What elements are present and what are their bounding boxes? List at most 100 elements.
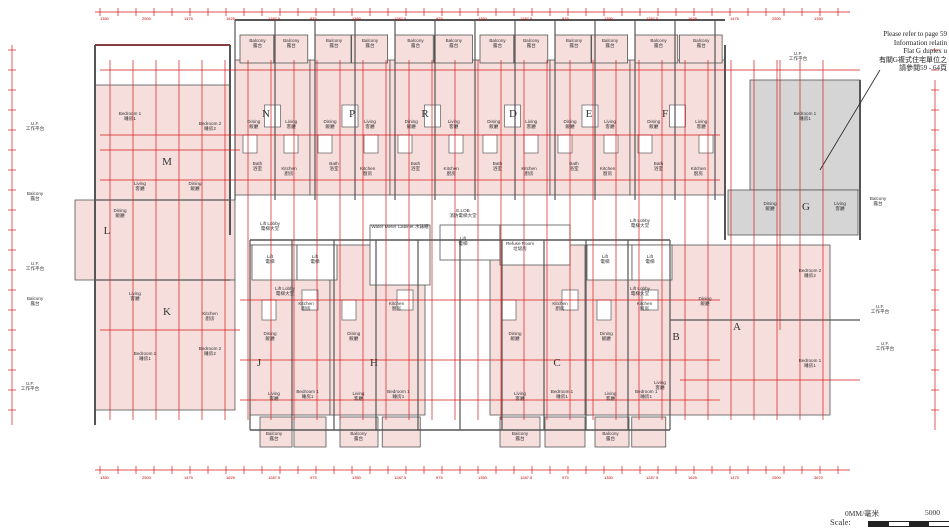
label-line: 飯廳 [649, 123, 659, 130]
label-line: 飯廳 [489, 123, 499, 130]
label-line: 睡房1 [124, 115, 136, 122]
dimension-value: 975 [436, 475, 443, 480]
dimension-value: 1625 [226, 16, 236, 21]
label-line: Kitchen [521, 166, 537, 171]
dimension-value: 1350 [478, 475, 488, 480]
label-line: 飯廳 [265, 335, 275, 342]
room-label: U.F.工作平台 [26, 261, 45, 272]
fixture [581, 104, 599, 128]
dimension-value: 1350 [352, 475, 362, 480]
dimension-value: 1287.5 [520, 16, 533, 21]
label-line: Bath [329, 161, 339, 166]
dimension-value: 975 [436, 16, 443, 21]
label-line: 露台 [269, 435, 279, 442]
label-line: 露台 [493, 42, 503, 49]
label-line: Balcony [350, 431, 367, 436]
label-line: 客廳 [130, 295, 140, 302]
room [727, 189, 859, 236]
label-line: Balcony [407, 38, 424, 43]
scale-end: 5000 [925, 508, 940, 517]
label-line: Balcony [27, 191, 44, 196]
room [239, 34, 275, 64]
label-line: Living [134, 181, 146, 186]
label-line: 露台 [287, 42, 297, 49]
dimension-value: 1287.5 [394, 475, 407, 480]
flat-letter-p: P [349, 108, 355, 120]
label-line: 飯廳 [115, 212, 125, 219]
label-line: U.F. [794, 51, 802, 56]
label-line: 睡房1 [139, 355, 151, 362]
label-line: U.F. [31, 121, 39, 126]
label-line: Balcony [523, 38, 540, 43]
label-line: 露台 [30, 300, 40, 307]
label-line: Balcony [326, 38, 343, 43]
room [669, 244, 831, 416]
label-line: Dining [563, 119, 576, 124]
label-line: 飯廳 [510, 335, 520, 342]
label-line: Living [268, 391, 280, 396]
label-line: Living [695, 119, 707, 124]
label-line: Bedroom 1 [799, 358, 822, 363]
room [439, 224, 501, 261]
label-line: Lift Lobby [275, 286, 296, 291]
flat-letter-c: C [553, 357, 560, 369]
label-line: 露台 [449, 42, 459, 49]
label-line: Balcony [650, 38, 667, 43]
dimension-value: 1287.5 [268, 16, 281, 21]
dimension-value: 1625 [226, 475, 236, 480]
room [489, 244, 591, 416]
label-line: Dining [508, 331, 521, 336]
label-line: 浴室 [253, 165, 263, 172]
label-line: Balcony [602, 38, 619, 43]
room-label: U.F.工作平台 [21, 381, 40, 392]
label-line: Dining [113, 208, 126, 213]
label-line: 客廳 [515, 395, 525, 402]
label-line: Bath [654, 161, 664, 166]
label-line: 客廳 [287, 123, 297, 130]
dimension-value: 2500 [142, 475, 152, 480]
dimension-value: 1350 [352, 16, 362, 21]
label-line: 廚房 [524, 170, 534, 177]
label-line: 飯廳 [249, 123, 259, 130]
label-line: Lift [312, 254, 319, 259]
room-label: U.F.工作平台 [876, 341, 895, 352]
room [549, 59, 631, 196]
label-line: 睡房2 [204, 350, 216, 357]
label-line: Dining [405, 119, 418, 124]
label-line: Kitchen [552, 301, 568, 306]
label-line: 電梯 [600, 258, 610, 265]
room [499, 416, 541, 448]
label-line: Living [352, 391, 364, 396]
label-line: Kitchen [298, 301, 314, 306]
room [591, 34, 628, 64]
label-line: 露台 [527, 42, 537, 49]
label-line: Bath [493, 161, 503, 166]
fixture [341, 299, 357, 321]
label-line: Balcony [566, 38, 583, 43]
label-line: 睡房1 [556, 393, 568, 400]
dimension-line-layer [8, 8, 939, 474]
label-line: 客廳 [835, 205, 845, 212]
label-line: 客廳 [354, 395, 364, 402]
label-line: Living [604, 391, 616, 396]
fixture [504, 104, 521, 128]
fixture [264, 104, 281, 128]
